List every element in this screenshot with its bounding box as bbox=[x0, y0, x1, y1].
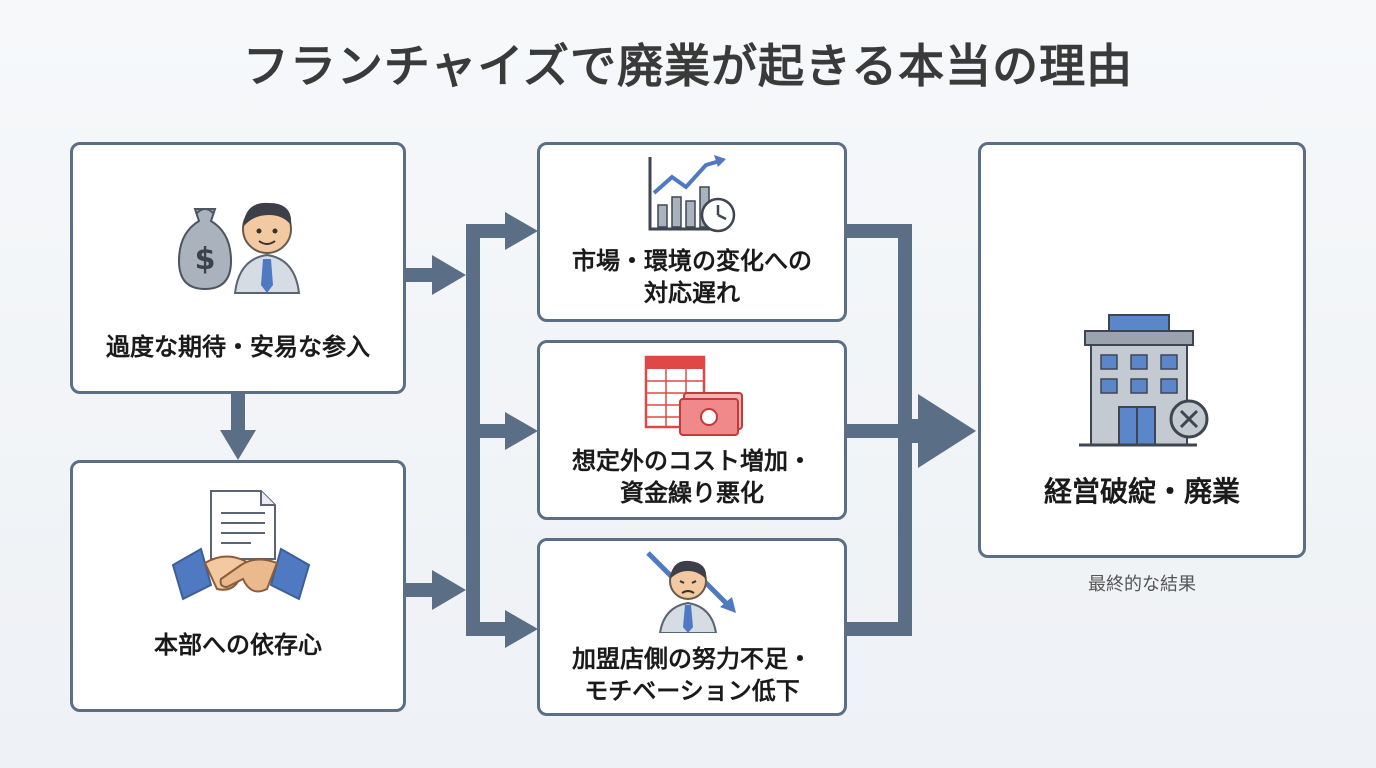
effect-label-motivation-drop: 加盟店側の努力不足・ モチベーション低下 bbox=[572, 645, 812, 706]
closed-building-icon bbox=[1079, 314, 1209, 447]
effect-box-market-change: 市場・環境の変化への 対応遅れ bbox=[537, 142, 847, 322]
result-caption: 最終的な結果 bbox=[1088, 574, 1196, 595]
effect-label-market-change: 市場・環境の変化への 対応遅れ bbox=[572, 247, 812, 308]
rising-chart-clock-icon bbox=[648, 155, 736, 233]
effect-box-cost-increase: 想定外のコスト増加・ 資金繰り悪化 bbox=[537, 340, 847, 520]
svg-text:$: $ bbox=[195, 242, 216, 277]
money-bag-businessman-icon: $ bbox=[177, 202, 301, 294]
handshake-contract-icon bbox=[171, 490, 311, 601]
result-box-bankruptcy: 経営破綻・廃業 bbox=[978, 142, 1306, 558]
effect-box-motivation-drop: 加盟店側の努力不足・ モチベーション低下 bbox=[537, 538, 847, 716]
cause-box-dependence: 本部への依存心 bbox=[70, 460, 406, 712]
worried-man-down-arrow-icon bbox=[646, 551, 736, 633]
result-label: 経営破綻・廃業 bbox=[1043, 475, 1240, 508]
effect-label-cost-increase: 想定外のコスト増加・ 資金繰り悪化 bbox=[572, 447, 812, 508]
spreadsheet-cash-icon bbox=[644, 355, 743, 436]
page-title: フランチャイズで廃業が起きる本当の理由 bbox=[242, 39, 1134, 93]
cause-label-expectation: 過度な期待・安易な参入 bbox=[106, 333, 370, 361]
cause-label-dependence: 本部への依存心 bbox=[154, 631, 322, 659]
cause-box-expectation: $ 過度な期待・安易な参入 bbox=[70, 142, 406, 394]
